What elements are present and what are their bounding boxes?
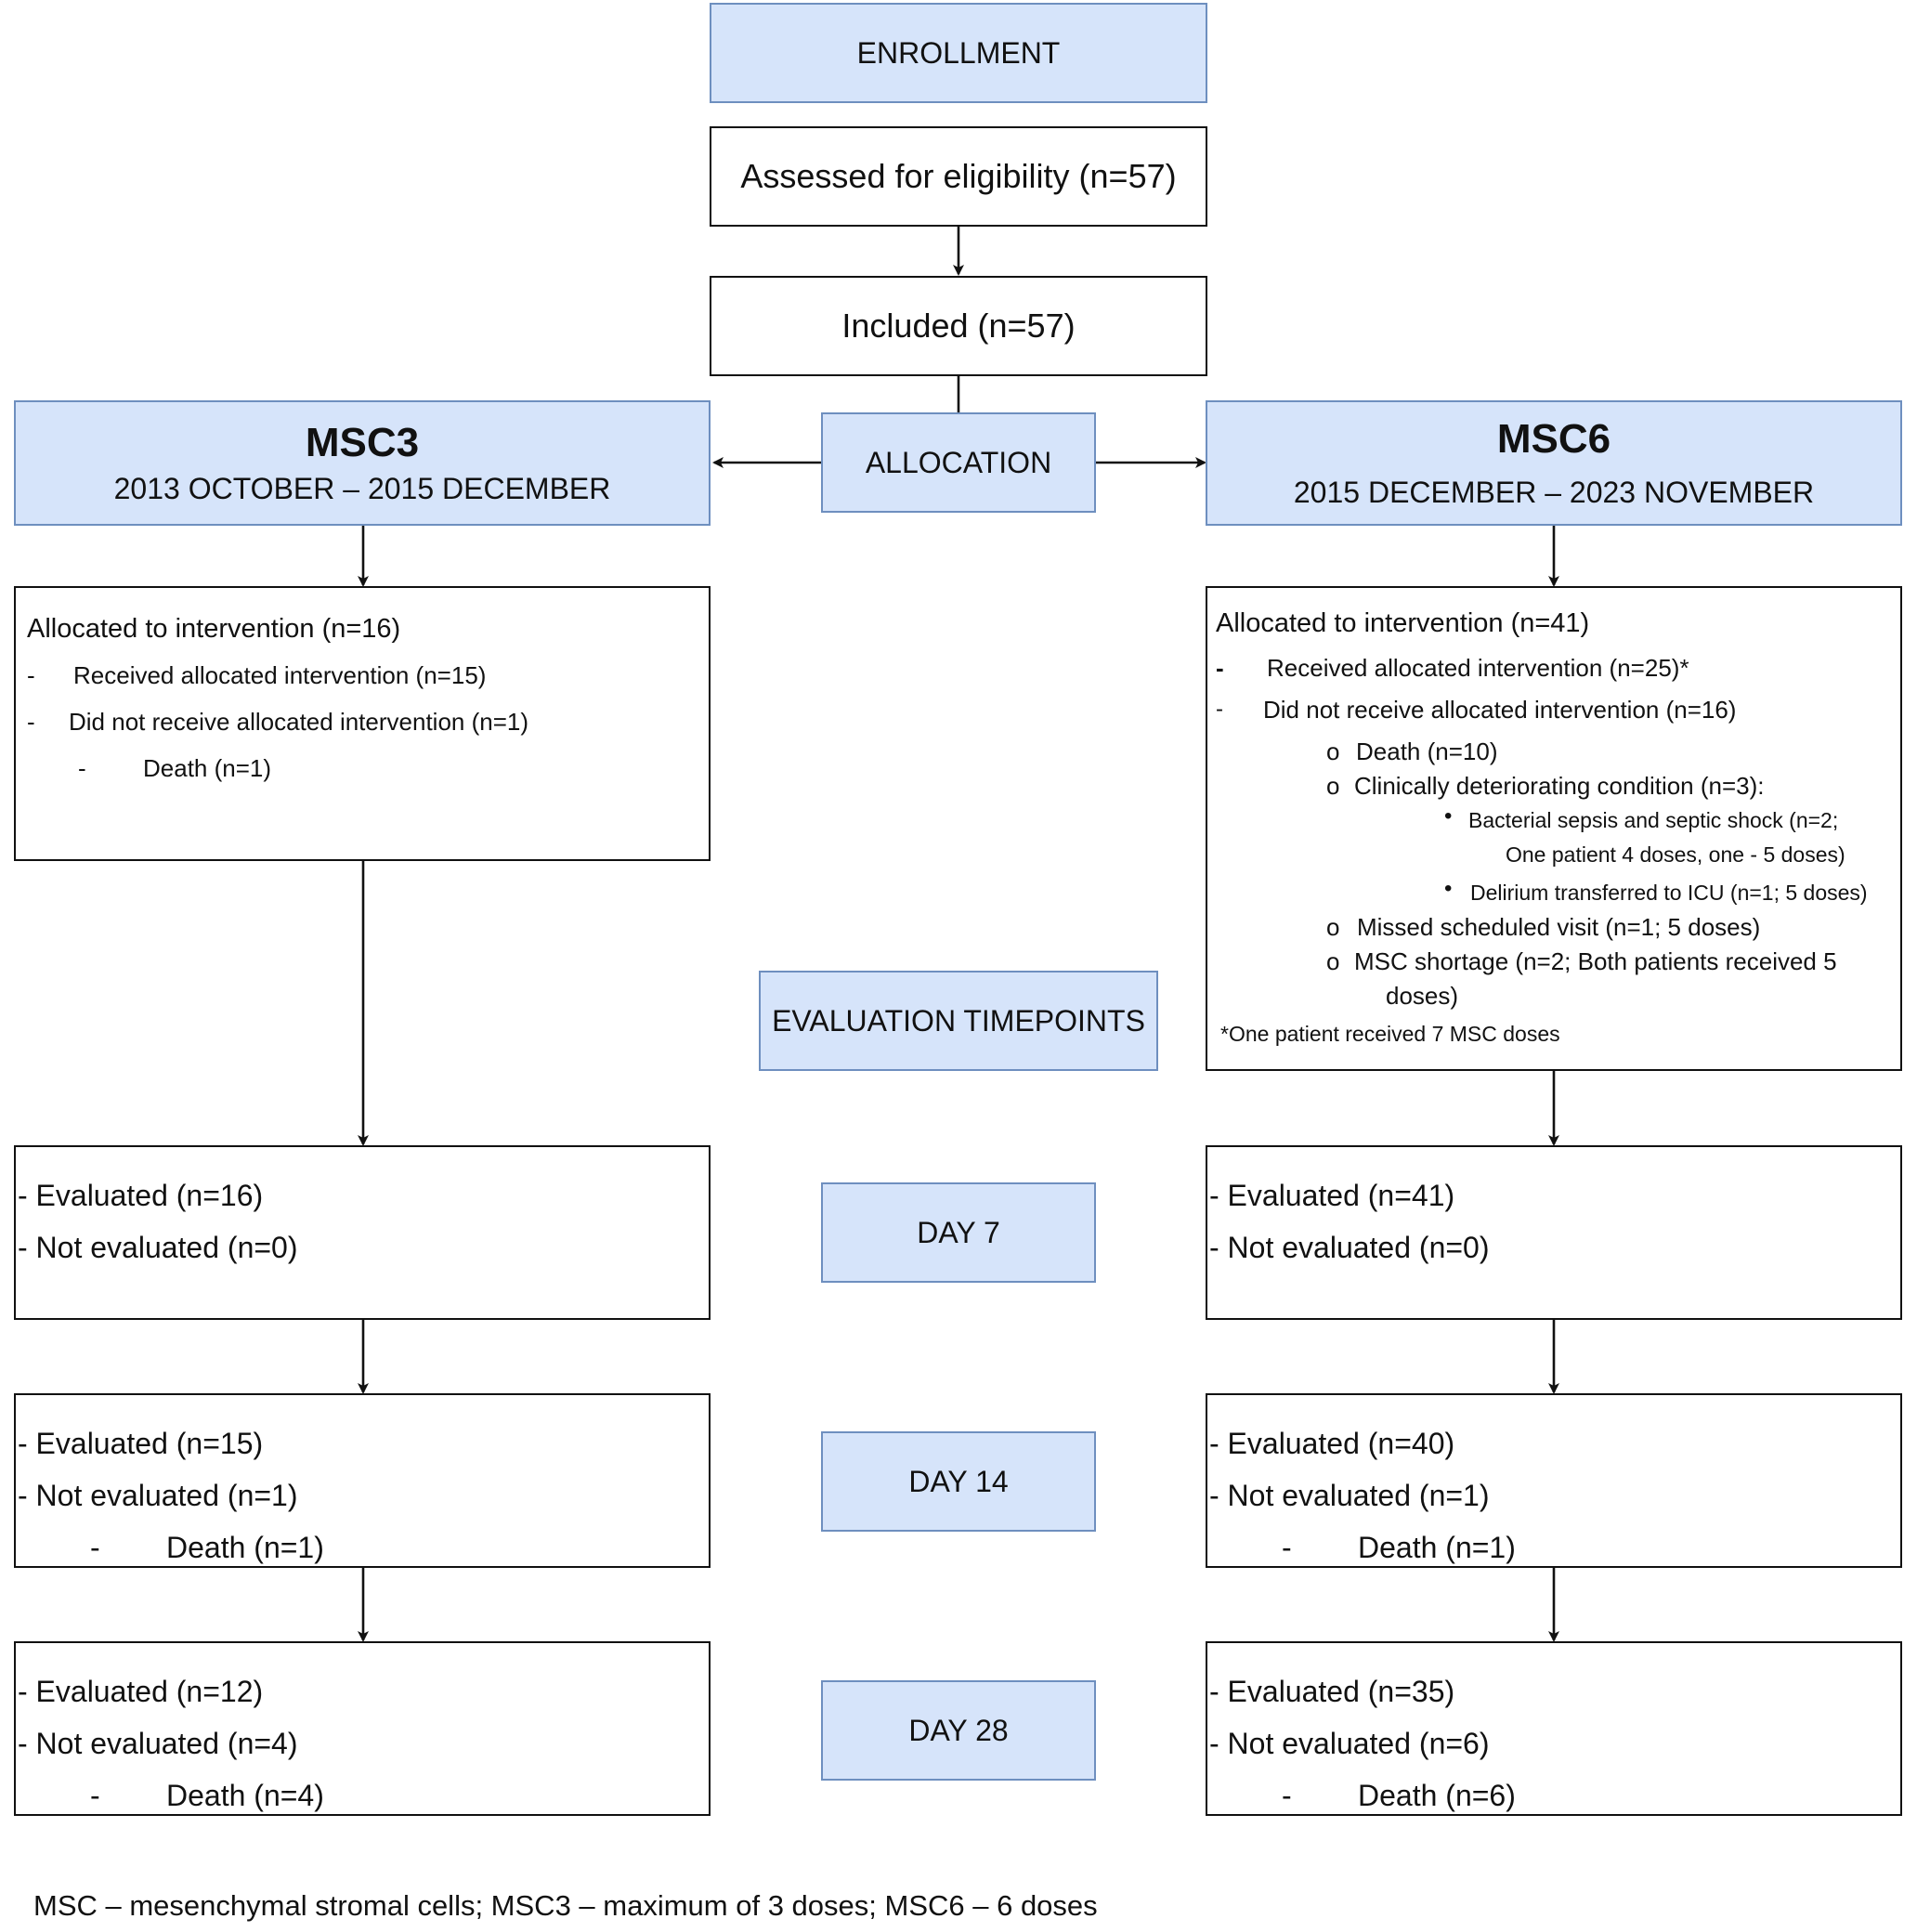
right-shortage-2: doses) [1386, 982, 1459, 1010]
left-alloc-title: Allocated to intervention (n=16) [27, 614, 401, 644]
right-death: Death (n=10) [1356, 738, 1498, 765]
msc3-period: 2013 OCTOBER – 2015 DECEMBER [113, 472, 611, 505]
left-received: Received allocated intervention (n=15) [73, 661, 487, 689]
right-day28-box: - Evaluated (n=35) - Not evaluated (n=6)… [1206, 1641, 1902, 1816]
right-dash-1: - [1216, 654, 1224, 682]
left-allocation-box: Allocated to intervention (n=16) - Recei… [14, 586, 711, 861]
left-day14-not-evaluated: - Not evaluated (n=1) [18, 1479, 298, 1512]
right-alloc-title: Allocated to intervention (n=41) [1216, 608, 1590, 638]
right-day28-death-dash: - [1282, 1779, 1292, 1812]
evaluation-timepoints-box: EVALUATION TIMEPOINTS [759, 971, 1158, 1071]
right-dash-2: - [1216, 697, 1223, 722]
right-day7-evaluated: - Evaluated (n=41) [1209, 1179, 1455, 1212]
enrollment-box: ENROLLMENT [710, 3, 1207, 103]
enrollment-label: ENROLLMENT [856, 35, 1061, 70]
right-bullet-o-1: o [1326, 738, 1340, 765]
right-bullet-o-4: o [1326, 947, 1340, 975]
right-missed: Missed scheduled visit (n=1; 5 doses) [1357, 913, 1761, 941]
left-day14-evaluated: - Evaluated (n=15) [18, 1427, 264, 1460]
msc3-title: MSC3 [305, 420, 420, 465]
right-delirium: Delirium transferred to ICU (n=1; 5 dose… [1470, 881, 1868, 905]
msc6-header-box: MSC6 2015 DECEMBER – 2023 NOVEMBER [1206, 400, 1902, 526]
day28-box: DAY 28 [821, 1680, 1096, 1781]
right-day14-death-dash: - [1282, 1531, 1292, 1564]
right-day28-evaluated: - Evaluated (n=35) [1209, 1675, 1455, 1708]
right-bullet-dot-2: • [1444, 876, 1453, 901]
left-day28-death: Death (n=4) [166, 1779, 324, 1812]
left-day14-death: Death (n=1) [166, 1531, 324, 1564]
right-day7-not-evaluated: - Not evaluated (n=0) [1209, 1231, 1490, 1264]
right-bullet-o-2: o [1326, 772, 1340, 800]
right-bullet-o-3: o [1326, 913, 1340, 941]
left-dash-1: - [27, 661, 35, 689]
left-day7-not-evaluated: - Not evaluated (n=0) [18, 1231, 298, 1264]
msc6-period: 2015 DECEMBER – 2023 NOVEMBER [1293, 476, 1815, 509]
right-sepsis-1: Bacterial sepsis and septic shock (n=2; [1468, 808, 1839, 832]
right-sepsis-2: One patient 4 doses, one - 5 doses) [1506, 842, 1845, 867]
right-allocation-box: Allocated to intervention (n=41) - Recei… [1206, 586, 1902, 1071]
left-day28-death-dash: - [90, 1779, 100, 1812]
right-day7-box: - Evaluated (n=41) - Not evaluated (n=0) [1206, 1145, 1902, 1320]
right-clinical: Clinically deteriorating condition (n=3)… [1354, 772, 1765, 800]
right-bullet-dot-1: • [1444, 803, 1453, 829]
right-day14-not-evaluated: - Not evaluated (n=1) [1209, 1479, 1490, 1512]
right-day28-death: Death (n=6) [1358, 1779, 1516, 1812]
right-shortage-1: MSC shortage (n=2; Both patients receive… [1354, 947, 1837, 975]
left-dash-3: - [78, 754, 86, 782]
right-day14-box: - Evaluated (n=40) - Not evaluated (n=1)… [1206, 1393, 1902, 1568]
evaluation-timepoints-label: EVALUATION TIMEPOINTS [772, 1003, 1145, 1038]
footer-note: MSC – mesenchymal stromal cells; MSC3 – … [33, 1889, 1098, 1922]
included-box: Included (n=57) [710, 276, 1207, 376]
left-not-received: Did not receive allocated intervention (… [69, 708, 529, 736]
msc6-title: MSC6 [1496, 416, 1611, 462]
right-footnote: *One patient received 7 MSC doses [1220, 1022, 1560, 1046]
right-day28-not-evaluated: - Not evaluated (n=6) [1209, 1727, 1490, 1760]
included-label: Included (n=57) [841, 307, 1076, 345]
left-death: Death (n=1) [143, 754, 272, 782]
msc3-header-box: MSC3 2013 OCTOBER – 2015 DECEMBER [14, 400, 711, 526]
left-dash-2: - [27, 708, 35, 736]
assessed-box: Assessed for eligibility (n=57) [710, 126, 1207, 227]
day14-box: DAY 14 [821, 1431, 1096, 1532]
day7-box: DAY 7 [821, 1182, 1096, 1283]
right-not-received: Did not receive allocated intervention (… [1263, 696, 1737, 724]
left-day28-not-evaluated: - Not evaluated (n=4) [18, 1727, 298, 1760]
left-day28-evaluated: - Evaluated (n=12) [18, 1675, 264, 1708]
day14-label: DAY 14 [908, 1464, 1009, 1498]
allocation-label: ALLOCATION [865, 445, 1052, 479]
left-day14-death-dash: - [90, 1531, 100, 1564]
assessed-label: Assessed for eligibility (n=57) [740, 157, 1177, 195]
left-day7-evaluated: - Evaluated (n=16) [18, 1179, 264, 1212]
right-day14-evaluated: - Evaluated (n=40) [1209, 1427, 1455, 1460]
left-day28-box: - Evaluated (n=12) - Not evaluated (n=4)… [14, 1641, 711, 1816]
day28-label: DAY 28 [908, 1713, 1009, 1747]
left-day7-box: - Evaluated (n=16) - Not evaluated (n=0) [14, 1145, 711, 1320]
left-day14-box: - Evaluated (n=15) - Not evaluated (n=1)… [14, 1393, 711, 1568]
right-received: Received allocated intervention (n=25)* [1267, 654, 1689, 682]
allocation-box: ALLOCATION [821, 412, 1096, 513]
day7-label: DAY 7 [917, 1215, 1000, 1249]
right-day14-death: Death (n=1) [1358, 1531, 1516, 1564]
